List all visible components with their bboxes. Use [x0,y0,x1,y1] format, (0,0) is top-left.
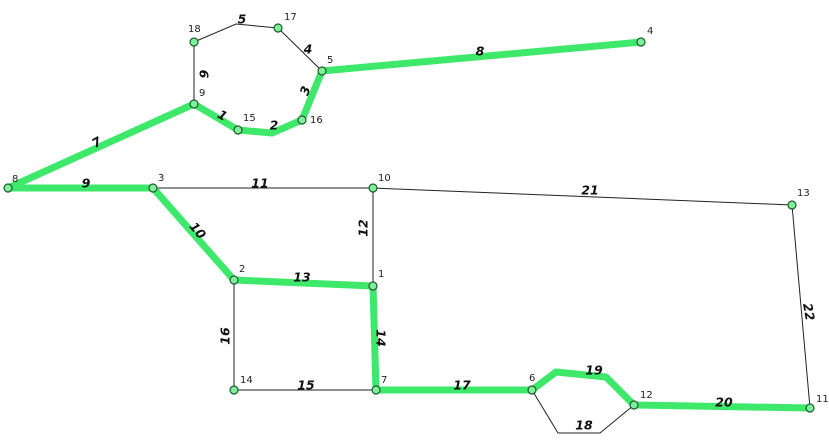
node-label-16: 16 [310,115,323,126]
edge-label-13: 13 [293,270,310,285]
node-18 [189,37,199,47]
node-label-12: 12 [640,390,653,401]
edge-label-21: 21 [581,183,598,198]
node-label-17: 17 [284,12,297,23]
node-6 [527,385,537,395]
edge-label-3: 3 [297,84,314,97]
edge-13-highlighted [230,276,377,290]
edge-label-20: 20 [715,395,733,410]
edge-label-10: 10 [186,219,209,242]
edge-4 [277,27,323,72]
edge-14-highlighted [369,282,380,394]
edge-label-18: 18 [575,418,593,433]
edge-label-15: 15 [297,378,315,393]
node-label-3: 3 [158,173,164,184]
node-label-15: 15 [243,113,256,124]
edge-18 [531,389,635,434]
node-16 [297,115,307,125]
node-13 [787,200,797,210]
node-8 [3,183,13,193]
edge-label-9: 9 [82,176,91,191]
node-9 [189,99,199,109]
node-label-18: 18 [188,24,201,35]
edge-5 [193,23,279,43]
edge-20-highlighted [630,401,814,412]
edge-layer [153,23,811,434]
edge-2-highlighted [234,116,306,137]
node-label-11: 11 [816,394,829,405]
node-1 [368,281,378,291]
edge-label-6: 6 [197,70,212,79]
edge-19-highlighted [528,368,638,409]
node-label-9: 9 [199,88,205,99]
node-12 [629,400,639,410]
edge-8-highlighted [318,38,645,75]
edge-label-8: 8 [476,44,485,59]
edge-label-4: 4 [303,42,313,57]
node-label-1: 1 [378,269,384,280]
node-label-13: 13 [797,188,810,199]
edge-label-11: 11 [251,176,268,191]
node-label-10: 10 [378,173,391,184]
node-label-14: 14 [240,375,253,386]
edge-21 [372,187,793,206]
node-label-6: 6 [529,373,535,384]
node-17 [273,23,283,33]
edge-label-16: 16 [218,327,233,345]
edge-label-22: 22 [800,302,818,322]
node-layer [3,23,815,413]
node-3 [148,183,158,193]
node-10 [368,183,378,193]
edge-label-5: 5 [238,12,247,27]
edge-7-highlighted [4,100,198,192]
node-label-7: 7 [381,375,387,386]
node-2 [229,275,239,285]
node-label-4: 4 [647,26,653,37]
node-label-8: 8 [12,174,18,185]
node-14 [229,385,239,395]
edge-label-19: 19 [585,363,603,378]
highlighted-path-layer [4,38,814,412]
edge-10-highlighted [149,184,238,284]
edge-1-highlighted [190,100,242,134]
node-5 [317,66,327,76]
edge-label-14: 14 [374,329,389,346]
edge-label-12: 12 [356,219,371,236]
edge-label-17: 17 [453,378,471,393]
node-15 [233,125,243,135]
edge-22 [791,204,811,409]
node-label-2: 2 [239,264,245,275]
node-7 [371,385,381,395]
node-label-5: 5 [327,55,333,66]
edge-3-highlighted [298,67,326,124]
edge-label-2: 2 [270,118,279,133]
node-4 [636,37,646,47]
node-11 [805,403,815,413]
